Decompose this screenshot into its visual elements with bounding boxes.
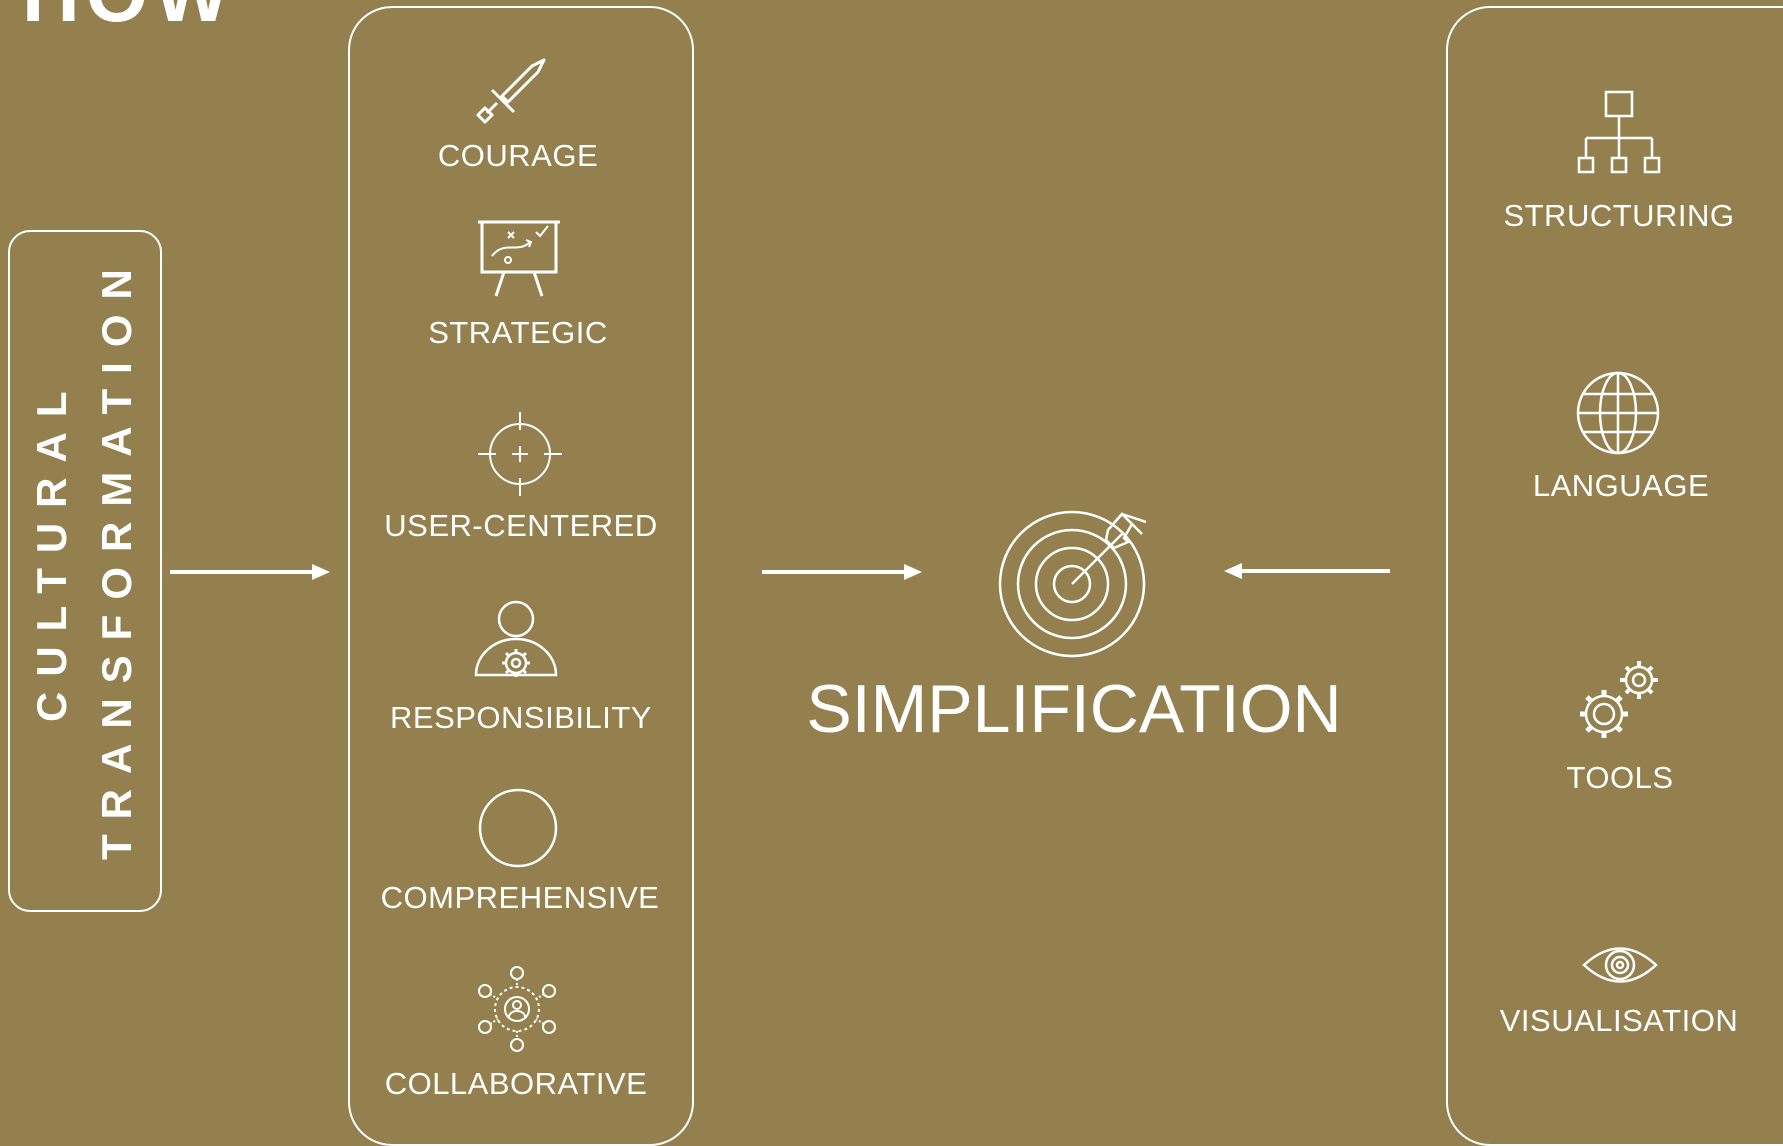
arrow-left xyxy=(1224,563,1392,579)
method-label-structuring: STRUCTURING xyxy=(1503,198,1735,233)
value-label-comprehensive: COMPREHENSIVE xyxy=(380,880,660,915)
circle-icon xyxy=(476,786,560,870)
value-label-responsibility: RESPONSIBILITY xyxy=(390,700,652,735)
simplification-label: SIMPLIFICATION xyxy=(806,671,1342,747)
globe-icon xyxy=(1575,370,1661,456)
page-title: HOW xyxy=(22,0,236,40)
strategy-board-icon xyxy=(478,218,560,298)
value-label-strategic: STRATEGIC xyxy=(428,315,608,350)
value-label-collaborative: COLLABORATIVE xyxy=(384,1066,648,1101)
cultural-transformation-box xyxy=(8,230,162,912)
method-label-visualisation: VISUALISATION xyxy=(1499,1003,1739,1038)
gears-icon xyxy=(1576,656,1662,742)
crosshair-icon xyxy=(478,412,562,496)
network-icon xyxy=(476,966,558,1052)
person-gear-icon xyxy=(474,599,558,687)
eye-icon xyxy=(1582,940,1658,990)
hierarchy-icon xyxy=(1576,90,1662,176)
arrow-right-1 xyxy=(170,564,330,580)
arrow-right-2 xyxy=(762,564,922,580)
transformation-label: TRANSFORMATION xyxy=(93,254,140,860)
cultural-label: CULTURAL xyxy=(28,376,75,722)
sword-icon xyxy=(478,55,548,127)
value-label-user-centered: USER-CENTERED xyxy=(384,508,658,543)
method-label-tools: TOOLS xyxy=(1566,760,1674,795)
method-label-language: LANGUAGE xyxy=(1532,468,1710,503)
value-label-courage: COURAGE xyxy=(437,138,599,173)
target-icon xyxy=(996,502,1150,660)
